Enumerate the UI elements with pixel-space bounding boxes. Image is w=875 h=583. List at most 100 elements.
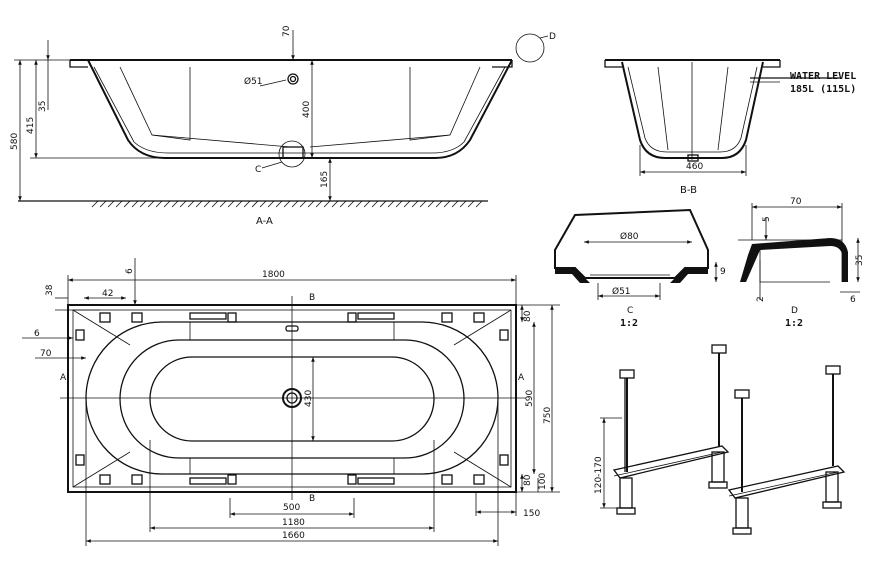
floor-hatch-stroke [387,200,395,208]
floor-hatch-stroke [123,200,131,208]
leg-assembly-2 [727,365,846,535]
floor-hatch-stroke [91,200,99,208]
section-aa: 70 35 415 580 400 165 Ø51 C D A-A [10,25,556,227]
callout-d: D [549,32,556,42]
floor-hatch-stroke [203,200,211,208]
dim-750: 750 [543,407,553,424]
dim-460-bb: 460 [686,162,703,172]
detail-c-scale: 1:2 [620,318,638,329]
leg-height-range: 120-170 [594,456,604,494]
floor-hatch-stroke [475,200,483,208]
dim-phi51-aa: Ø51 [244,76,263,87]
floor-hatch-stroke [179,200,187,208]
dim-70-d: 70 [790,197,802,207]
detail-d-label: D [791,306,798,316]
floor-hatch-stroke [131,200,139,208]
floor-hatch-stroke [411,200,419,208]
floor-hatch-stroke [267,200,275,208]
floor-hatch-stroke [403,200,411,208]
floor-hatch-stroke [115,200,123,208]
detail-d: 70 5 35 2 6 D 1:2 [738,197,865,329]
floor-hatch-stroke [163,200,171,208]
support-legs: 120-170 [594,344,846,535]
floor-hatch-stroke [195,200,203,208]
floor-hatch-stroke [315,200,323,208]
section-a-right: A [518,373,525,383]
floor-hatch-stroke [395,200,403,208]
floor-hatch-stroke [307,200,315,208]
floor-hatch [91,200,483,208]
dim-400-aa: 400 [302,101,312,118]
dim-1180: 1180 [282,518,305,528]
floor-hatch-stroke [243,200,251,208]
floor-hatch-stroke [99,200,107,208]
dim-5-d: 5 [762,216,772,222]
floor-hatch-stroke [139,200,147,208]
floor-hatch-stroke [443,200,451,208]
floor-hatch-stroke [331,200,339,208]
water-volume-label: 185L (115L) [790,84,856,95]
dim-70-aa: 70 [282,25,292,37]
dim-35-aa: 35 [38,101,48,112]
floor-hatch-stroke [251,200,259,208]
floor-hatch-stroke [379,200,387,208]
section-a-left: A [60,373,67,383]
dim-500: 500 [283,503,300,513]
dim-phi51-c: Ø51 [612,286,631,297]
dim-42: 42 [102,289,113,299]
floor-hatch-stroke [259,200,267,208]
dim-580-aa: 580 [10,133,20,150]
dim-35-d: 35 [855,255,865,266]
detail-c: Ø80 Ø51 9 C 1:2 [554,208,726,329]
dim-38: 38 [45,284,55,296]
dim-430: 430 [304,390,314,407]
floor-hatch-stroke [339,200,347,208]
dim-6-left: 6 [34,329,40,339]
floor-hatch-stroke [435,200,443,208]
floor-hatch-stroke [427,200,435,208]
dim-1660: 1660 [282,531,305,541]
floor-hatch-stroke [107,200,115,208]
floor-hatch-stroke [291,200,299,208]
floor-hatch-stroke [419,200,427,208]
dim-415-aa: 415 [26,117,36,134]
floor-hatch-stroke [219,200,227,208]
dim-80-bottom: 80 [523,474,533,486]
floor-hatch-stroke [355,200,363,208]
dim-590: 590 [525,390,535,407]
dim-phi80-c: Ø80 [620,231,639,242]
floor-hatch-stroke [283,200,291,208]
detail-d-scale: 1:2 [785,318,803,329]
dim-100: 100 [538,473,548,490]
callout-c: C [255,165,261,175]
floor-hatch-stroke [171,200,179,208]
water-level-label: WATER LEVEL [790,71,856,82]
section-aa-title: A-A [256,216,273,227]
dim-1800: 1800 [262,270,285,280]
floor-hatch-stroke [299,200,307,208]
detail-c-label: C [627,306,633,316]
dim-6-top: 6 [125,268,135,274]
floor-hatch-stroke [211,200,219,208]
floor-hatch-stroke [227,200,235,208]
floor-hatch-stroke [451,200,459,208]
floor-hatch-stroke [467,200,475,208]
dim-9-c: 9 [720,267,726,277]
floor-hatch-stroke [363,200,371,208]
dim-80-top: 80 [523,310,533,322]
floor-hatch-stroke [147,200,155,208]
dim-70-plan: 70 [40,349,52,359]
dim-165-aa: 165 [320,171,330,188]
floor-hatch-stroke [275,200,283,208]
floor-hatch-stroke [459,200,467,208]
floor-hatch-stroke [347,200,355,208]
section-bb: WATER LEVEL 185L (115L) 460 B-B [604,59,856,196]
floor-hatch-stroke [371,200,379,208]
dim-6-d: 6 [850,295,856,305]
floor-hatch-stroke [235,200,243,208]
plan-view: 1800 6 38 42 6 70 A A B B 430 590 750 80… [22,258,560,546]
leg-assembly-1 [612,344,730,515]
dim-150: 150 [523,509,540,519]
section-b-bottom: B [309,494,315,504]
